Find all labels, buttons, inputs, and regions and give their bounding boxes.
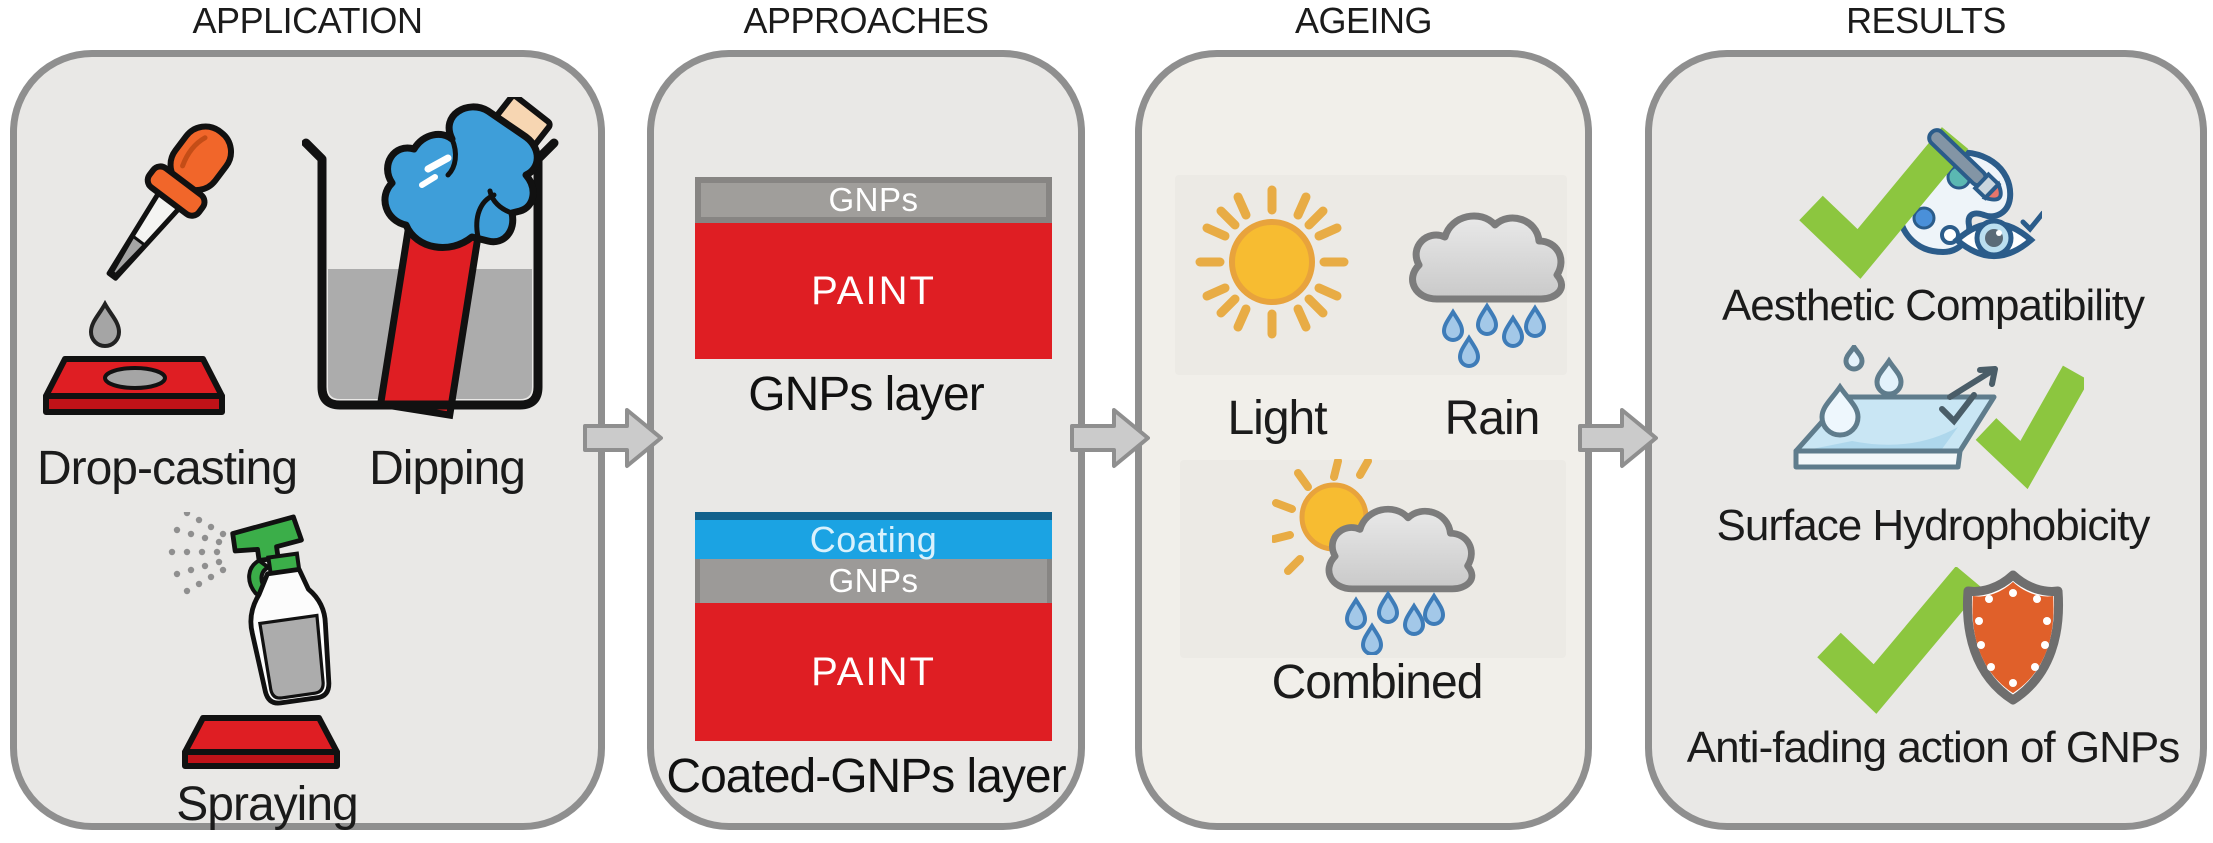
column-title-approaches: APPROACHES [743, 0, 989, 41]
item-label-dipping: Dipping [369, 442, 526, 495]
item-label-rain: Rain [1444, 392, 1541, 445]
column-title-application: APPLICATION [192, 0, 423, 41]
layer-coating: Coating [695, 519, 1052, 560]
panel-approaches: GNPs PAINT GNPs layer Coating GNPs PAINT… [647, 50, 1085, 830]
layer-gnps: GNPs [695, 177, 1052, 223]
spray-mist-dots [168, 512, 227, 595]
panel-ageing: Light Rain [1135, 50, 1592, 830]
result-label-surface-hydrophobicity: Surface Hydrophobicity [1716, 501, 2151, 550]
item-label-light: Light [1227, 392, 1327, 445]
check-palette-eye-icon [1799, 127, 2042, 279]
sun-icon [1195, 185, 1349, 339]
flow-arrow-icon [583, 408, 663, 468]
layer-diagram-gnps: GNPs PAINT [695, 177, 1052, 359]
diagram-caption-gnps-layer: GNPs layer [748, 368, 984, 421]
column-title-results: RESULTS [1846, 0, 2006, 41]
layer-diagram-coated-gnps: Coating GNPs PAINT [695, 512, 1052, 741]
item-label-spraying: Spraying [176, 778, 358, 831]
result-label-anti-fading: Anti-fading action of GNPs [1686, 723, 2180, 772]
column-title-ageing: AGEING [1294, 0, 1433, 41]
result-label-aesthetic-compatibility: Aesthetic Compatibility [1721, 281, 2145, 330]
layer-gnps: GNPs [695, 559, 1052, 603]
droplets-surface-check-icon [1793, 345, 2084, 490]
diagram-caption-coated-gnps-layer: Coated-GNPs layer [666, 750, 1066, 803]
sun-rain-cloud-icon [1272, 459, 1476, 655]
spray-bottle-slab-icon [168, 512, 340, 769]
panel-application: Drop-casting Dipping [10, 50, 605, 831]
item-label-combined: Combined [1271, 656, 1484, 709]
paint-brush [1927, 128, 2003, 202]
layer-coating-top-edge [695, 512, 1052, 520]
flow-arrow-icon [1578, 408, 1658, 468]
rain-cloud-icon [1409, 212, 1565, 368]
gloved-hand-beaker-icon [302, 97, 559, 420]
layer-paint: PAINT [695, 223, 1052, 359]
panel-results: Aesthetic Compatibility Surface Hydropho… [1645, 50, 2207, 830]
pipette-drop-slab-icon [43, 123, 234, 415]
shield-dots [1975, 589, 2051, 687]
layer-paint: PAINT [695, 603, 1052, 741]
check-shield-icon [1817, 567, 2063, 714]
item-label-drop-casting: Drop-casting [36, 442, 298, 495]
flow-arrow-icon [1070, 408, 1150, 468]
